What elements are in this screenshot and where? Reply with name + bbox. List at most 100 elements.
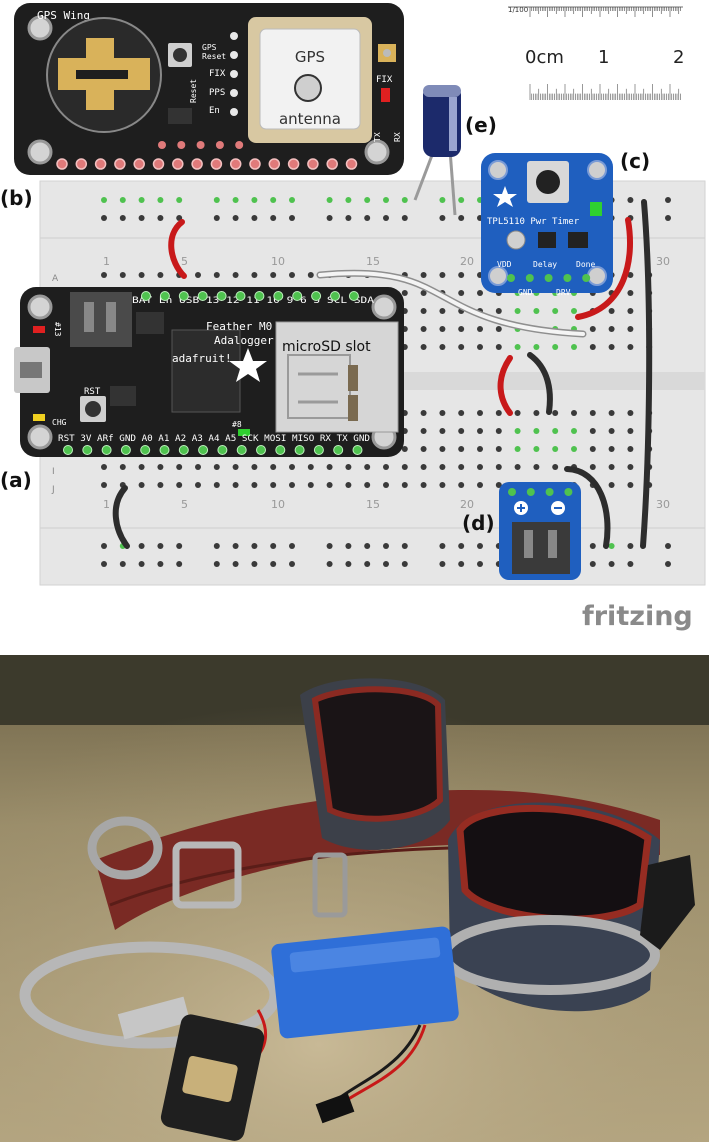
antenna-bottom-label: antenna	[279, 110, 341, 128]
panel-label-e: (e)	[465, 113, 497, 137]
ruler-ticks	[508, 6, 683, 100]
breadboard-hole	[589, 326, 596, 332]
breadboard-hole	[439, 428, 446, 434]
breadboard-hole	[289, 482, 295, 488]
breadboard-hole	[627, 326, 634, 332]
col-label-bottom-15: 15	[366, 498, 380, 511]
pps-label: PPS	[209, 88, 225, 98]
breadboard-hole	[157, 543, 164, 549]
breadboard-hole	[213, 215, 220, 221]
breadboard-hole	[495, 410, 502, 416]
tpl-vdd: VDD	[497, 260, 512, 269]
feather-pin-pad	[141, 291, 151, 301]
breadboard-hole	[213, 482, 220, 488]
tpl-done: Done	[576, 260, 595, 269]
breadboard-hole	[383, 482, 389, 488]
feather-pin-pad	[256, 445, 266, 455]
breadboard-hole	[589, 543, 596, 549]
breadboard-hole	[195, 482, 201, 488]
red-wire-mid	[497, 355, 513, 416]
tpl-pin-pad	[544, 274, 553, 282]
panel-label-d: (d)	[462, 511, 495, 535]
feather-pin-pad	[294, 445, 305, 455]
col-label-top-5: 5	[181, 255, 188, 268]
breadboard-hole	[383, 464, 389, 470]
tpl-pin-pad	[563, 274, 572, 282]
breadboard-hole	[665, 561, 671, 567]
breadboard-hole	[665, 197, 671, 203]
gps-pin-pad	[94, 158, 107, 170]
tpl-gnd: GND	[518, 288, 533, 297]
breadboard-hole	[608, 561, 615, 567]
breadboard-hole	[608, 344, 615, 350]
black-wire-long	[640, 199, 653, 549]
breadboard-hole	[289, 561, 295, 567]
breadboard-hole	[195, 464, 201, 470]
breadboard-hole	[477, 344, 483, 350]
breadboard-hole	[495, 446, 502, 452]
breadboard-hole	[345, 561, 352, 567]
gps-header-pad	[230, 70, 238, 78]
breadboard-hole	[533, 446, 540, 452]
gps-pin-pad	[158, 141, 166, 149]
chg-label: CHG	[52, 418, 67, 427]
breadboard-hole	[364, 561, 371, 567]
breadboard-hole	[401, 482, 408, 488]
feather-pin-pad	[63, 445, 73, 455]
gps-pin-pad	[307, 158, 319, 170]
breadboard-hole	[345, 215, 352, 221]
breadboard-hole	[289, 272, 295, 278]
breadboard-hole	[138, 543, 145, 549]
breadboard-hole	[289, 215, 295, 221]
breadboard-hole	[439, 561, 446, 567]
breadboard-hole	[533, 344, 540, 350]
breadboard-hole	[420, 464, 427, 470]
breadboard-hole	[270, 464, 277, 470]
gps-pin-pad	[215, 141, 224, 149]
mount-hole-icon	[27, 424, 53, 450]
breadboard-hole	[608, 446, 615, 452]
breadboard-hole	[552, 410, 559, 416]
breadboard-hole	[420, 344, 427, 350]
breadboard-hole	[232, 561, 239, 567]
connector	[315, 1092, 355, 1124]
mount-hole-icon	[364, 139, 390, 165]
breadboard-hole	[251, 482, 258, 488]
breadboard-hole	[345, 482, 352, 488]
breadboard-hole	[608, 428, 615, 434]
breadboard-hole	[326, 482, 333, 488]
breadboard-hole	[270, 197, 277, 203]
breadboard-hole	[401, 215, 408, 221]
breadboard-hole	[401, 543, 408, 549]
feather-pin-pad	[275, 445, 286, 455]
row-label-i: I	[52, 467, 55, 477]
breadboard-hole	[251, 561, 258, 567]
feather-name-1: Feather M0	[206, 320, 272, 333]
breadboard-hole	[608, 410, 615, 416]
breadboard-hole	[458, 561, 465, 567]
breadboard-hole	[477, 482, 483, 488]
breadboard-hole	[514, 428, 521, 434]
row-label-j: J	[51, 485, 55, 495]
breadboard-hole	[420, 446, 427, 452]
col-label-bottom-1: 1	[103, 498, 110, 511]
breadboard-hole	[458, 428, 465, 434]
breadboard-hole	[458, 197, 465, 203]
mount-hole-icon	[27, 139, 53, 165]
col-label-bottom-10: 10	[271, 498, 285, 511]
gps-pin-pad	[56, 158, 68, 170]
breadboard-hole	[477, 428, 483, 434]
collar-photo	[0, 655, 709, 1142]
gps-pin-pad	[114, 158, 126, 170]
breadboard-hole	[627, 290, 634, 296]
breadboard-hole	[420, 290, 427, 296]
breadboard-hole	[495, 326, 502, 332]
breadboard-hole	[571, 428, 577, 434]
breadboard-hole	[439, 543, 446, 549]
breadboard-hole	[364, 197, 371, 203]
breadboard-hole	[138, 197, 145, 203]
breadboard-hole	[270, 561, 277, 567]
panel-label-b: (b)	[0, 186, 33, 210]
battery-jst-icon	[70, 292, 132, 347]
